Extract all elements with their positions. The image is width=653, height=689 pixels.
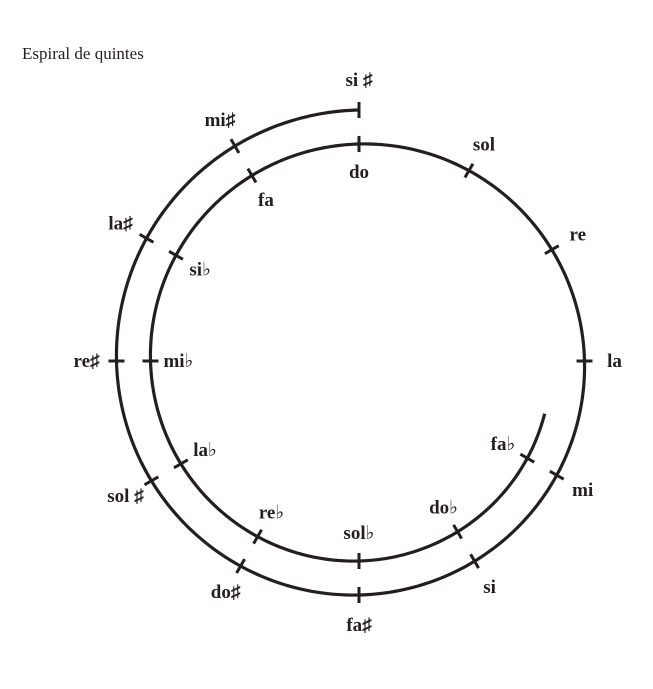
note-tick xyxy=(463,162,475,179)
note-label: re♭ xyxy=(259,502,285,523)
note-label: mi♯ xyxy=(205,110,236,131)
note-label: re♯ xyxy=(73,351,100,372)
note-label: mi♭ xyxy=(163,351,193,372)
diagram-title: Espiral de quintes xyxy=(22,44,144,63)
note-tick xyxy=(544,244,560,255)
note-label: do xyxy=(349,162,369,183)
note-label: do♯ xyxy=(211,582,241,603)
note-tick xyxy=(549,469,565,481)
note-tick xyxy=(252,528,263,545)
spiral-line xyxy=(114,108,587,597)
note-label: sol ♯ xyxy=(107,486,144,507)
note-tick xyxy=(173,458,189,470)
note-tick xyxy=(168,250,184,261)
note-tick xyxy=(469,553,480,569)
note-label: si♭ xyxy=(189,259,211,280)
note-label: la♯ xyxy=(108,213,133,234)
note-tick xyxy=(229,138,241,154)
note-label: sol♭ xyxy=(343,523,374,544)
note-tick xyxy=(452,524,463,540)
note-label: si xyxy=(483,577,496,598)
note-tick xyxy=(235,558,246,574)
note-label: sol xyxy=(473,135,495,156)
note-label: do♭ xyxy=(429,498,458,519)
note-label: re xyxy=(570,225,587,246)
note-label: mi xyxy=(572,480,593,501)
note-tick xyxy=(519,452,535,464)
note-tick xyxy=(138,233,155,244)
note-label: la♭ xyxy=(193,440,217,461)
note-label: la xyxy=(607,351,622,372)
note-label: fa♭ xyxy=(491,434,516,455)
note-tick xyxy=(143,475,160,487)
note-label: fa xyxy=(258,190,274,211)
note-label: fa♯ xyxy=(346,615,372,636)
note-label: si ♯ xyxy=(346,70,373,91)
note-tick xyxy=(246,167,258,184)
